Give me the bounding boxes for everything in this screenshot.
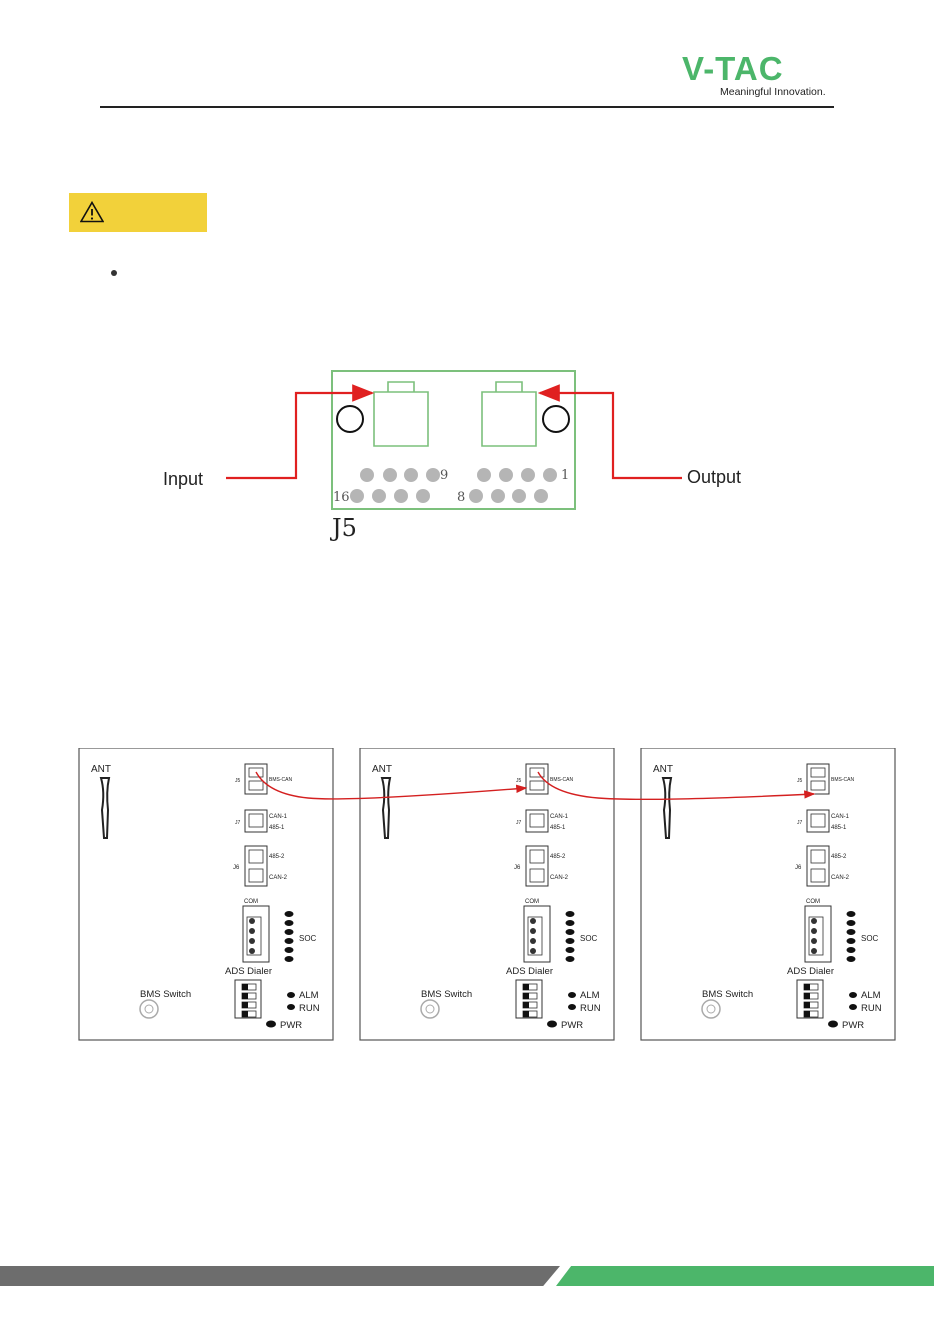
j7-label: J7 xyxy=(516,820,522,826)
link-cable-2-to-3 xyxy=(537,771,816,801)
footer-gray-bar xyxy=(0,1266,560,1286)
v-tac-logo: V-TAC xyxy=(682,52,784,87)
mount-hole-left xyxy=(336,405,364,433)
output-label: Output xyxy=(687,467,741,487)
list-bullet xyxy=(111,270,117,276)
bms-panel-3 xyxy=(640,748,896,1041)
bms-panel-2 xyxy=(359,748,615,1041)
output-port xyxy=(481,381,537,447)
j5-connector-diagram: 9 1 16 8 J5 Input Output xyxy=(163,370,741,542)
run-label: RUN xyxy=(580,1003,601,1014)
pin-label-1: 1 xyxy=(561,468,569,483)
bms-can-label: BMS-CAN xyxy=(550,777,573,783)
brand-tagline: Meaningful Innovation. xyxy=(720,86,826,98)
bms-switch-label: BMS Switch xyxy=(702,989,753,1000)
ant-label: ANT xyxy=(372,764,392,775)
panel-2-labels: ANT J5 BMS-CAN J7 CAN-1 485-1 J6 485-2 C… xyxy=(372,764,601,1031)
rs485-1-label: 485-1 xyxy=(831,825,847,831)
j6-label: J6 xyxy=(795,865,802,871)
rs485-2-label: 485-2 xyxy=(269,854,285,860)
bms-can-label: BMS-CAN xyxy=(269,777,292,783)
j5-label: J5 xyxy=(235,778,241,784)
mount-hole-right xyxy=(542,405,570,433)
footer-green-bar xyxy=(556,1266,934,1286)
pin-row-top xyxy=(360,468,557,482)
soc-label: SOC xyxy=(580,934,598,943)
pwr-label: PWR xyxy=(842,1020,864,1031)
j6-label: J6 xyxy=(514,865,521,871)
header-divider xyxy=(100,106,834,108)
j5-board-outline xyxy=(331,370,576,510)
bms-can-label: BMS-CAN xyxy=(831,777,854,783)
com-label: COM xyxy=(244,899,258,905)
rs485-2-label: 485-2 xyxy=(831,854,847,860)
com-label: COM xyxy=(525,899,539,905)
run-label: RUN xyxy=(299,1003,320,1014)
j6-label: J6 xyxy=(233,865,240,871)
soc-label: SOC xyxy=(861,934,879,943)
pwr-label: PWR xyxy=(561,1020,583,1031)
warning-triangle-icon xyxy=(80,201,104,223)
can2-label: CAN-2 xyxy=(831,875,850,881)
bms-daisy-chain-diagram: ANT J5 BMS-CAN J7 CAN-1 485-1 J6 485-2 C… xyxy=(78,748,896,1041)
link-cable-1-to-2 xyxy=(255,771,528,800)
pin-row-bottom xyxy=(350,489,548,503)
ant-label: ANT xyxy=(653,764,673,775)
output-arrow xyxy=(537,384,682,480)
soc-label: SOC xyxy=(299,934,317,943)
j5-label: J5 xyxy=(516,778,522,784)
can1-label: CAN-1 xyxy=(831,814,850,820)
ads-dialer-label: ADS Dialer xyxy=(225,966,272,977)
j5-label: J5 xyxy=(797,778,803,784)
alm-label: ALM xyxy=(580,990,600,1001)
bms-switch-label: BMS Switch xyxy=(421,989,472,1000)
com-label: COM xyxy=(806,899,820,905)
rs485-2-label: 485-2 xyxy=(550,854,566,860)
rs485-1-label: 485-1 xyxy=(269,825,285,831)
can1-label: CAN-1 xyxy=(550,814,569,820)
alm-label: ALM xyxy=(861,990,881,1001)
can1-label: CAN-1 xyxy=(269,814,288,820)
panel-1-labels: ANT J5 BMS-CAN J7 CAN-1 485-1 J6 485-2 C… xyxy=(91,764,320,1031)
ads-dialer-label: ADS Dialer xyxy=(506,966,553,977)
alm-label: ALM xyxy=(299,990,319,1001)
run-label: RUN xyxy=(861,1003,882,1014)
j7-label: J7 xyxy=(235,820,241,826)
pin-label-8: 8 xyxy=(457,490,465,505)
pin-label-9: 9 xyxy=(440,468,448,483)
rs485-1-label: 485-1 xyxy=(550,825,566,831)
can2-label: CAN-2 xyxy=(269,875,288,881)
ads-dialer-label: ADS Dialer xyxy=(787,966,834,977)
input-arrow xyxy=(226,384,375,480)
ant-label: ANT xyxy=(91,764,111,775)
pin-label-16: 16 xyxy=(333,490,350,505)
bms-panel-1 xyxy=(78,748,334,1041)
j7-label: J7 xyxy=(797,820,803,826)
panel-3-labels: ANT J5 BMS-CAN J7 CAN-1 485-1 J6 485-2 C… xyxy=(653,764,882,1031)
pwr-label: PWR xyxy=(280,1020,302,1031)
can2-label: CAN-2 xyxy=(550,875,569,881)
input-port xyxy=(373,381,429,447)
input-label: Input xyxy=(163,469,203,489)
bms-switch-label: BMS Switch xyxy=(140,989,191,1000)
logo-wordmark: V-TAC xyxy=(682,52,784,87)
connector-name-label: J5 xyxy=(329,514,357,542)
